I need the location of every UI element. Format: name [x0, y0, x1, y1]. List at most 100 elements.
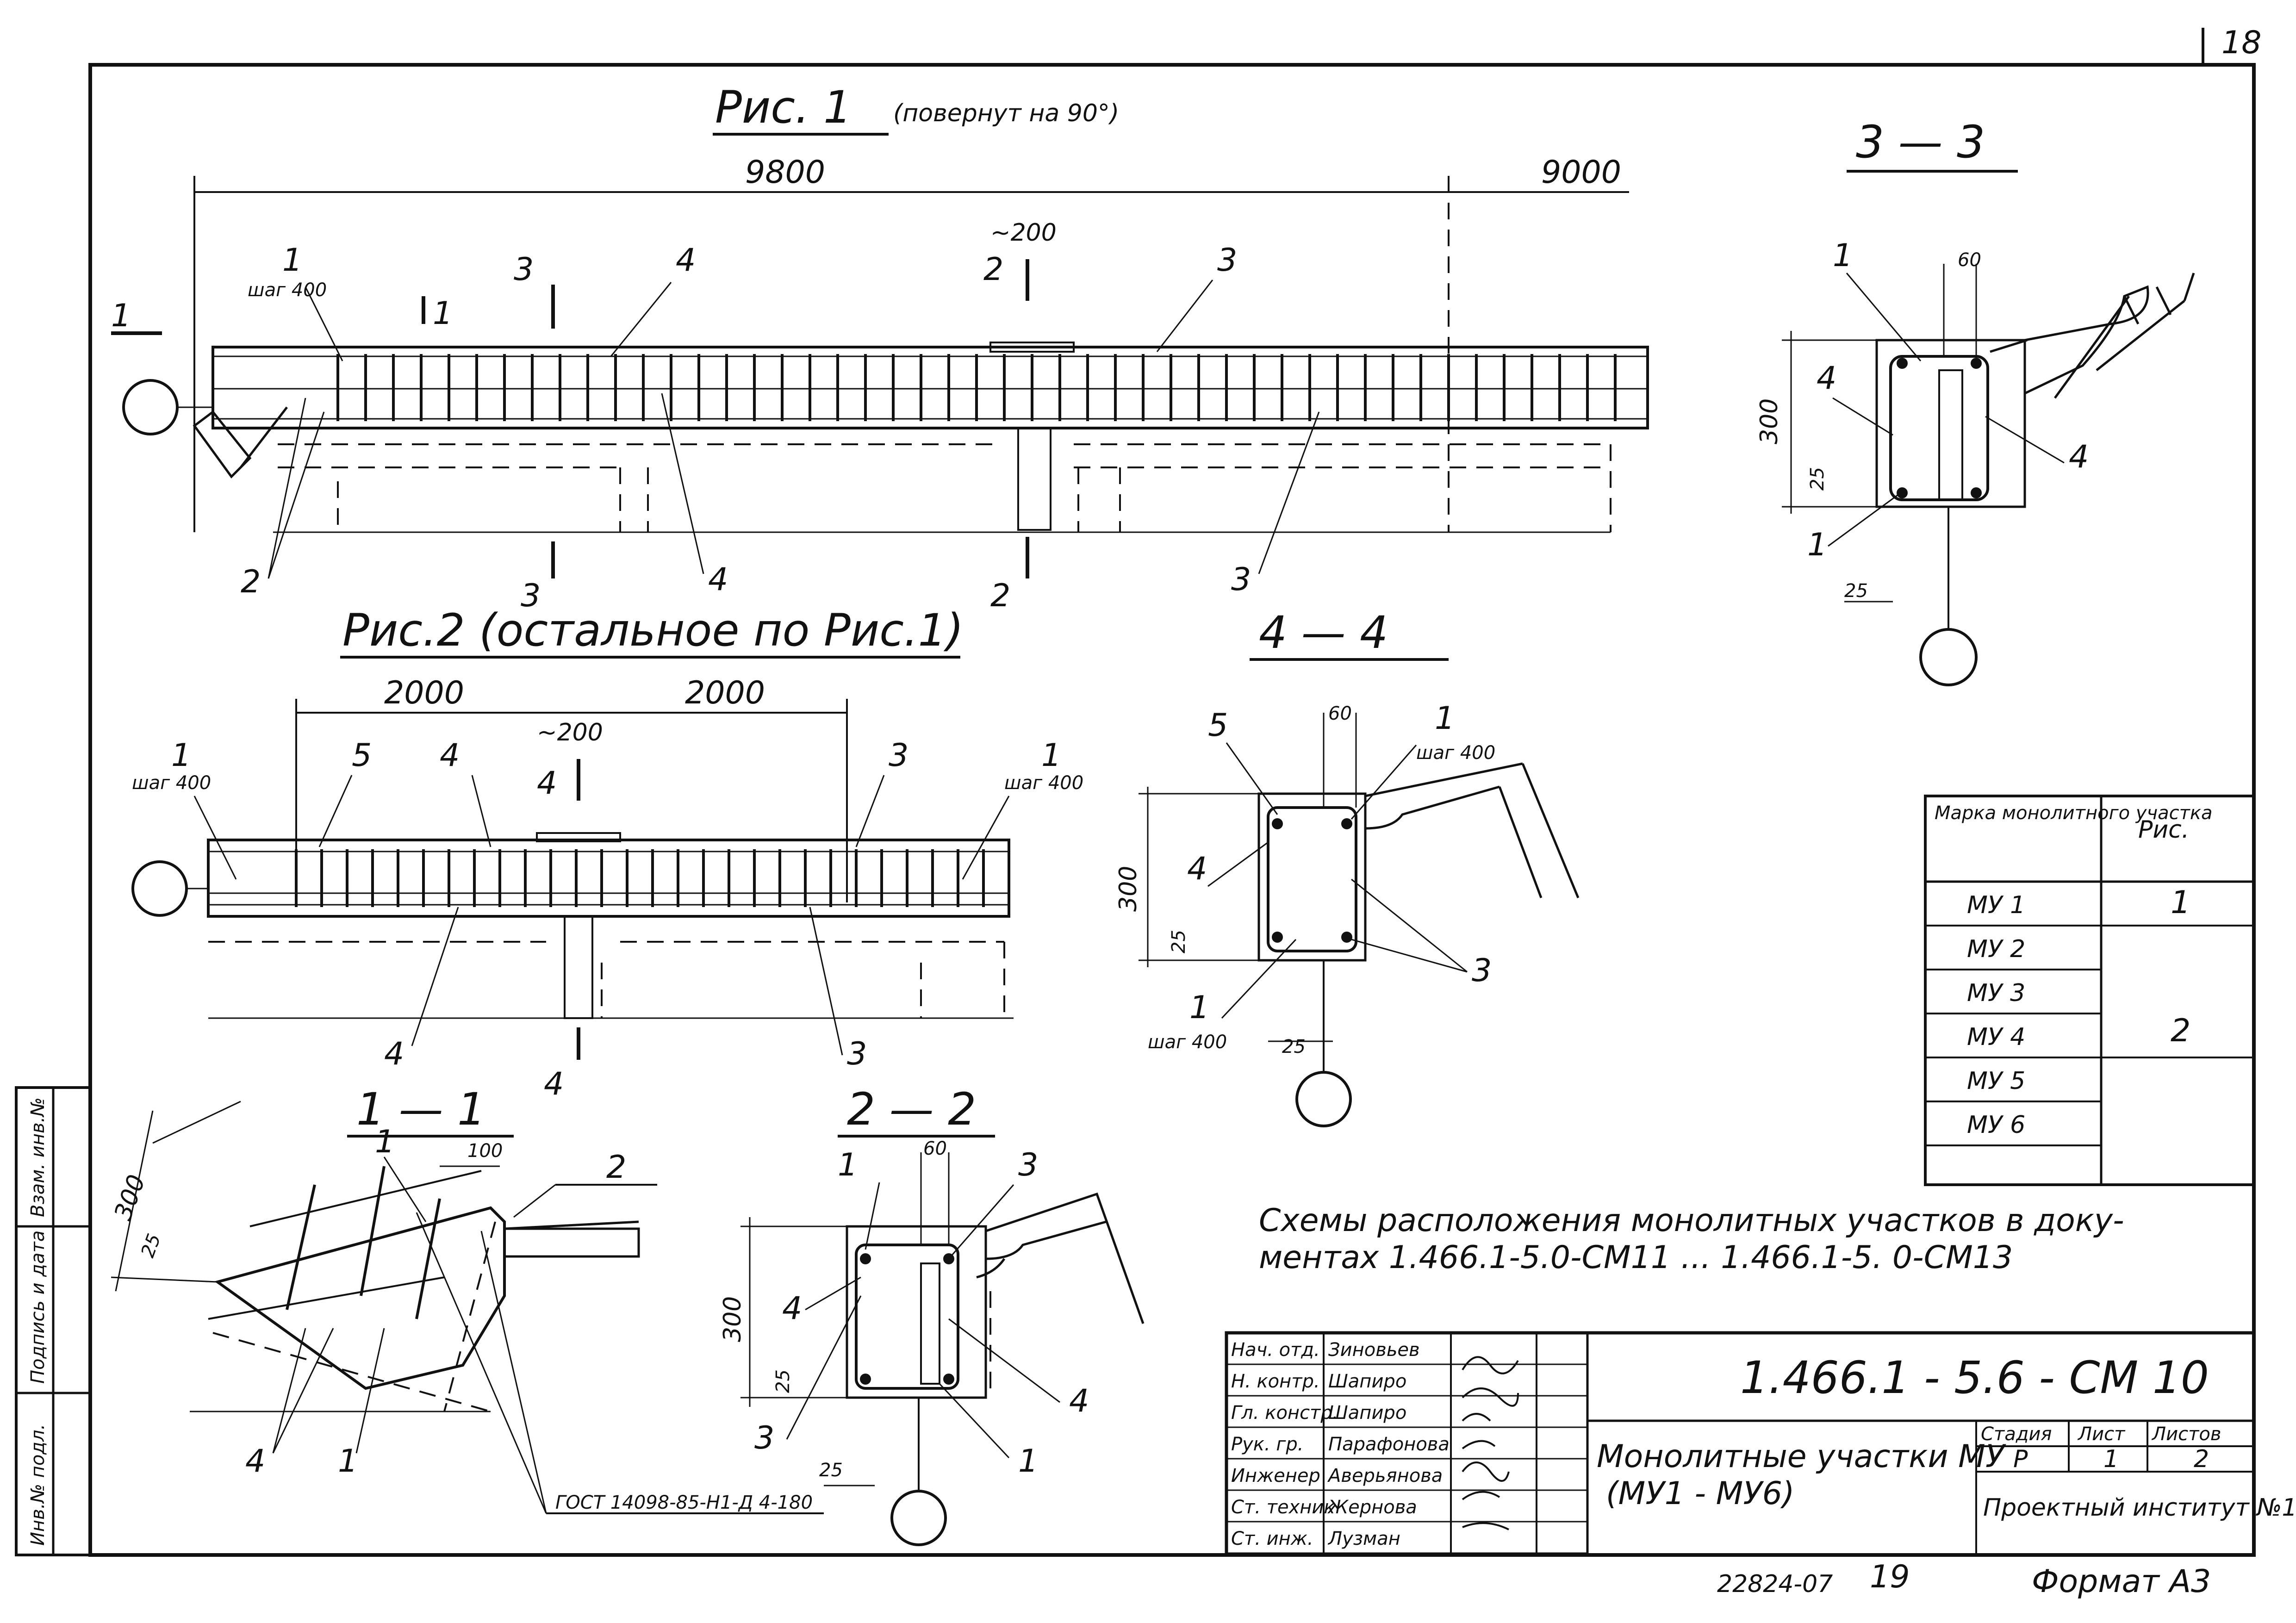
fig2-cut4-bottom-label: 4	[544, 1066, 564, 1102]
fig2-leader-3b	[809, 907, 843, 1056]
sec11-slab-top	[504, 1220, 639, 1230]
figure-2: Рис.2 (остальное по Рис.1) 2000 2000 ~20…	[131, 604, 1083, 1102]
sec22-callout-3a: 3	[1018, 1147, 1038, 1183]
sec44-bar-tr	[1341, 818, 1352, 829]
mark-table-mark: МУ 3	[1967, 979, 2025, 1007]
sec44-step-note-a: шаг 400	[1416, 742, 1495, 764]
fig2-leader-1b	[962, 796, 1010, 880]
sec33-axis-marker	[1919, 628, 1978, 686]
fig1-callout-1: 1	[282, 242, 302, 279]
sec22-callout-1a: 1	[838, 1147, 858, 1183]
fig1-cut1-left-label: 1	[111, 298, 131, 334]
fig1-monolithic-slab	[212, 346, 1649, 429]
sec11-callout-1a: 1	[375, 1124, 395, 1160]
fig1-leader-2b	[268, 398, 306, 579]
sec33-inner-bar	[1938, 369, 1963, 501]
mark-table-frame	[1924, 795, 2255, 1186]
fig1-leader-1	[305, 286, 343, 361]
side-stamp-replace: Взам. инв.№	[27, 1097, 49, 1217]
sec11-dim-25: 25	[137, 1231, 165, 1261]
fig2-joint-plate	[536, 832, 621, 842]
fig2-callout-3b: 3	[847, 1036, 867, 1072]
sec22-outline	[846, 1225, 987, 1399]
sec22-axis-marker	[890, 1490, 947, 1546]
sec33-callout-1b: 1	[1807, 527, 1827, 563]
sec44-callout-5: 5	[1208, 707, 1228, 744]
fig1-axis-marker	[122, 379, 179, 435]
sec22-dim-300: 300	[719, 1296, 747, 1342]
fig2-axis-marker	[131, 860, 188, 917]
sec44-leader-5	[1226, 742, 1278, 815]
sec44-adjacent-slab	[1365, 762, 1580, 898]
figure-1: Рис. 1 (повернут на 90°) 9800 9000 3 3	[111, 81, 1649, 614]
fig1-dim-right: 9000	[1541, 154, 1621, 191]
tb-staff-name: Зиновьев	[1328, 1339, 1420, 1361]
sec33-callout-4b: 4	[2069, 439, 2089, 475]
mark-table-mark: МУ 2	[1967, 935, 2025, 963]
tb-staff-name: Парафонова	[1328, 1434, 1450, 1455]
sec44-step-note-b: шаг 400	[1148, 1032, 1227, 1053]
sec22-callout-4b: 4	[1069, 1383, 1089, 1419]
fig2-dim-joint: ~200	[537, 719, 603, 746]
sec44-callout-4: 4	[1187, 851, 1207, 887]
mark-table-mark: МУ 6	[1967, 1111, 2025, 1139]
sec22-stirrup	[855, 1244, 959, 1390]
sec44-dim-300: 300	[1114, 866, 1142, 912]
fig2-callout-4b: 4	[384, 1036, 404, 1072]
fig1-left-support	[193, 410, 252, 479]
sec44-leader-4	[1207, 841, 1269, 887]
inventory-number: 22824-07	[1717, 1570, 1833, 1598]
sec33-bar-bl	[1897, 487, 1908, 498]
sec44-stirrup	[1267, 806, 1357, 952]
tb-code: 1.466.1 - 5.6 - СМ 10	[1740, 1352, 2209, 1404]
sec11-title: 1 — 1	[356, 1083, 485, 1135]
sec22-callout-3b: 3	[754, 1420, 774, 1456]
sec11-hidden-edges	[212, 1221, 496, 1412]
fig1-cut1-label: 1	[433, 295, 453, 332]
sec11-leader-4b	[272, 1328, 334, 1454]
section-1-1: 1 — 1 300 25 100 1 2 4 1 ГОСТ 14098-85-Н…	[109, 1083, 824, 1514]
title-block-frame	[1225, 1331, 2256, 1557]
tb-staff-role: Нач. отд.	[1231, 1339, 1320, 1361]
sec44-dim-25v: 25	[1168, 930, 1189, 953]
fig2-leader-5	[318, 775, 353, 847]
sec11-leader-4a	[272, 1328, 306, 1454]
fig2-leader-4a	[471, 775, 492, 847]
sec22-leader-1b	[939, 1383, 1010, 1459]
sec44-leader-1b	[1221, 939, 1297, 1019]
fig2-leader-3a	[855, 775, 885, 847]
sec44-bar-bl	[1272, 932, 1283, 943]
fig2-cut4-top-label: 4	[537, 765, 557, 802]
fig1-title: Рис. 1	[715, 81, 852, 133]
sec33-leader-4b	[1985, 416, 2065, 464]
fig2-step-note-b: шаг 400	[1004, 772, 1083, 794]
sec11-callout-1b: 1	[338, 1443, 358, 1480]
fig1-step-note: шаг 400	[248, 280, 327, 301]
sec22-adjacent-slab	[976, 1192, 1145, 1324]
tb-staff-role: Рук. гр.	[1231, 1434, 1304, 1455]
sec22-dim-60: 60	[923, 1138, 947, 1159]
mark-table-mark: МУ 5	[1967, 1067, 2025, 1095]
note-line-1: Схемы расположения монолитных участков в…	[1259, 1202, 2124, 1239]
sec33-leader-4a	[1832, 397, 1893, 436]
fig2-title: Рис.2 (остальное по Рис.1)	[342, 604, 964, 656]
fig1-joint-fill	[1017, 427, 1052, 531]
sec33-bar-br	[1971, 487, 1982, 498]
tb-staff-role: Ст. техник	[1231, 1497, 1335, 1518]
fig1-subtitle: (повернут на 90°)	[893, 99, 1119, 127]
fig1-leader-2a	[268, 411, 325, 579]
fig2-joint-fill	[564, 915, 593, 1019]
sec11-callout-2: 2	[606, 1149, 626, 1186]
tb-stage-h: Стадия	[1981, 1424, 2052, 1445]
fig2-callout-5: 5	[352, 737, 372, 774]
sec11-adjacent-slab	[503, 1227, 640, 1258]
fig1-callout-4a: 4	[676, 242, 696, 279]
sec11-leader-gost-a	[416, 1212, 547, 1514]
tb-staff-role: Гл. констр.	[1231, 1402, 1338, 1424]
sec44-dim-25h: 25	[1282, 1036, 1306, 1057]
sec33-callout-4a: 4	[1817, 360, 1836, 397]
fig2-dim-right: 2000	[685, 675, 765, 711]
sec33-callout-1a: 1	[1833, 237, 1853, 274]
